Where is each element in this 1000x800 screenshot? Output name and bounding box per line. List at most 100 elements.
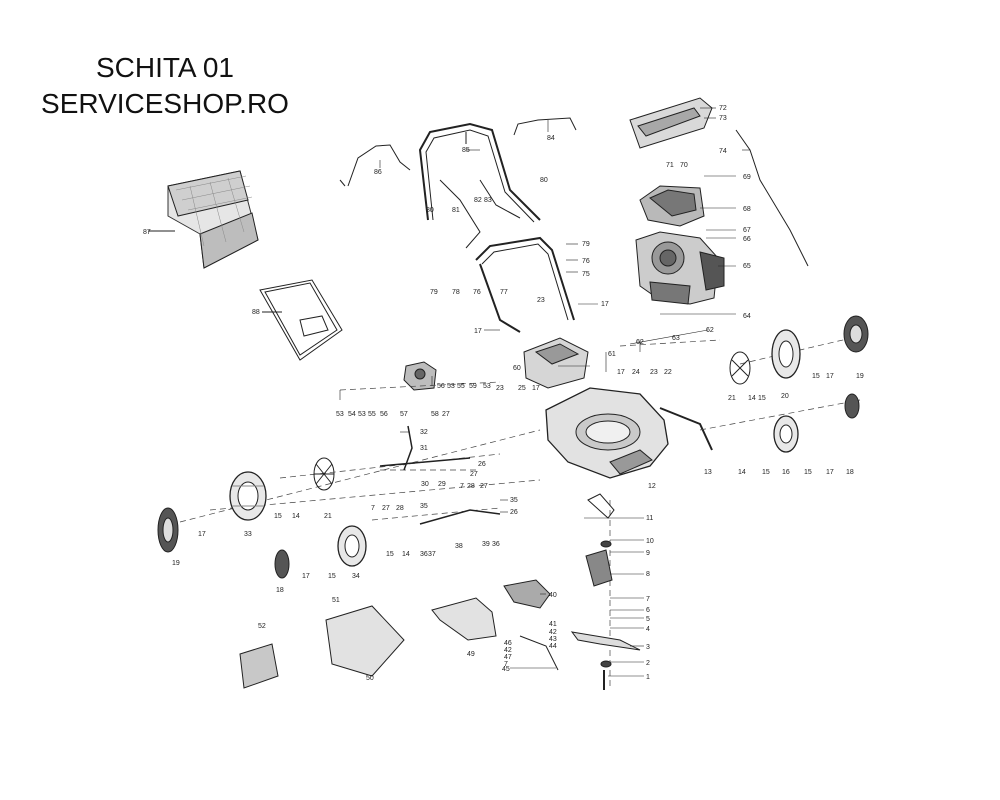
part-label: 66 — [743, 236, 751, 243]
part-label: 14 — [748, 395, 756, 402]
part-label: 15 — [758, 395, 766, 402]
part-label: 80 — [426, 207, 434, 214]
height-lever — [403, 425, 413, 471]
lower-handle — [475, 236, 575, 333]
part-label: 46 — [504, 640, 512, 647]
rear-flap — [523, 337, 589, 389]
part-label: 26 — [478, 461, 486, 468]
part-label: 28 — [396, 505, 404, 512]
part-label: 81 — [452, 207, 460, 214]
part-label: 68 — [743, 206, 751, 213]
part-label: 38 — [455, 543, 463, 550]
part-label: 17 — [601, 301, 609, 308]
part-label: 25 — [518, 385, 526, 392]
part-label: 75 — [582, 271, 590, 278]
upper-handle — [418, 122, 541, 249]
part-label: 49 — [467, 651, 475, 658]
wheel-front-left — [337, 525, 367, 567]
nut-10 — [600, 540, 612, 548]
part-label: 17 — [826, 373, 834, 380]
part-label: 36 — [420, 551, 428, 558]
mower-deck — [545, 387, 669, 479]
part-label: 56 — [380, 411, 388, 418]
part-label: 56 — [437, 383, 445, 390]
part-label: 30 — [421, 481, 429, 488]
part-label: 23 — [496, 385, 504, 392]
pulley-bracket — [585, 549, 613, 587]
part-label: 11 — [646, 515, 653, 522]
part-label: 28 — [467, 483, 475, 490]
part-label: 44 — [549, 643, 557, 650]
hubcap-18-left — [274, 549, 290, 579]
part-label: 18 — [846, 469, 854, 476]
part-label: 18 — [276, 587, 284, 594]
part-label: 50 — [366, 675, 374, 682]
cable-guide-right — [513, 117, 577, 136]
engine-cover — [639, 185, 705, 227]
part-label: 37 — [428, 551, 436, 558]
part-label: 3 — [646, 644, 650, 651]
part-label: 15 — [328, 573, 336, 580]
part-label: 15 — [762, 469, 770, 476]
part-label: 57 — [400, 411, 408, 418]
part-label: 17 — [302, 573, 310, 580]
part-label: 74 — [719, 148, 727, 155]
part-label: 17 — [474, 328, 482, 335]
part-label: 55 — [457, 383, 465, 390]
part-label: 42 — [549, 629, 557, 636]
part-label: 64 — [743, 313, 751, 320]
part-label: 21 — [324, 513, 332, 520]
part-label: 78 — [452, 289, 460, 296]
mulching-plug — [325, 605, 405, 677]
part-label: 27 — [480, 483, 488, 490]
part-label: 79 — [582, 241, 590, 248]
wheel-front-right — [773, 415, 799, 453]
part-label: 17 — [617, 369, 625, 376]
part-label: 62 — [636, 339, 644, 346]
part-label: 33 — [244, 531, 252, 538]
part-label: 72 — [719, 105, 727, 112]
top-cover — [629, 97, 713, 149]
part-label: 15 — [804, 469, 812, 476]
part-label: 24 — [632, 369, 640, 376]
part-label: 71 — [666, 162, 674, 169]
part-label: 2 — [646, 660, 650, 667]
catcher-frame — [259, 279, 343, 361]
part-label: 10 — [646, 538, 654, 545]
part-label: 4 — [646, 626, 650, 633]
part-label: 26 — [510, 509, 518, 516]
part-label: 54 — [348, 411, 356, 418]
part-label: 59 — [469, 383, 477, 390]
part-label: 7 — [504, 661, 508, 668]
part-label: 7 — [460, 483, 464, 490]
part-label: 77 — [500, 289, 508, 296]
part-label: 58 — [431, 411, 439, 418]
part-label: 12 — [648, 483, 656, 490]
part-label: 29 — [438, 481, 446, 488]
part-label: 21 — [728, 395, 736, 402]
part-label: 60 — [513, 365, 521, 372]
part-label: 27 — [382, 505, 390, 512]
part-label: 31 — [420, 445, 428, 452]
part-label: 17 — [826, 469, 834, 476]
part-label: 42 — [504, 647, 512, 654]
part-label: 7 — [371, 505, 375, 512]
drive-belt — [587, 493, 615, 519]
side-discharge-chute — [431, 597, 497, 641]
part-label: 35 — [510, 497, 518, 504]
part-label: 5 — [646, 616, 650, 623]
front-axle-rod — [379, 457, 471, 467]
height-rod — [419, 509, 501, 525]
part-label: 32 — [420, 429, 428, 436]
gearbox — [403, 361, 437, 391]
part-label: 63 — [672, 335, 680, 342]
part-label: 15 — [274, 513, 282, 520]
part-label: 19 — [172, 560, 180, 567]
part-label: 53 — [447, 383, 455, 390]
part-label: 86 — [374, 169, 382, 176]
part-label: 53 — [483, 383, 491, 390]
part-label: 17 — [532, 385, 540, 392]
part-label: 19 — [856, 373, 864, 380]
part-label: 85 — [462, 147, 470, 154]
